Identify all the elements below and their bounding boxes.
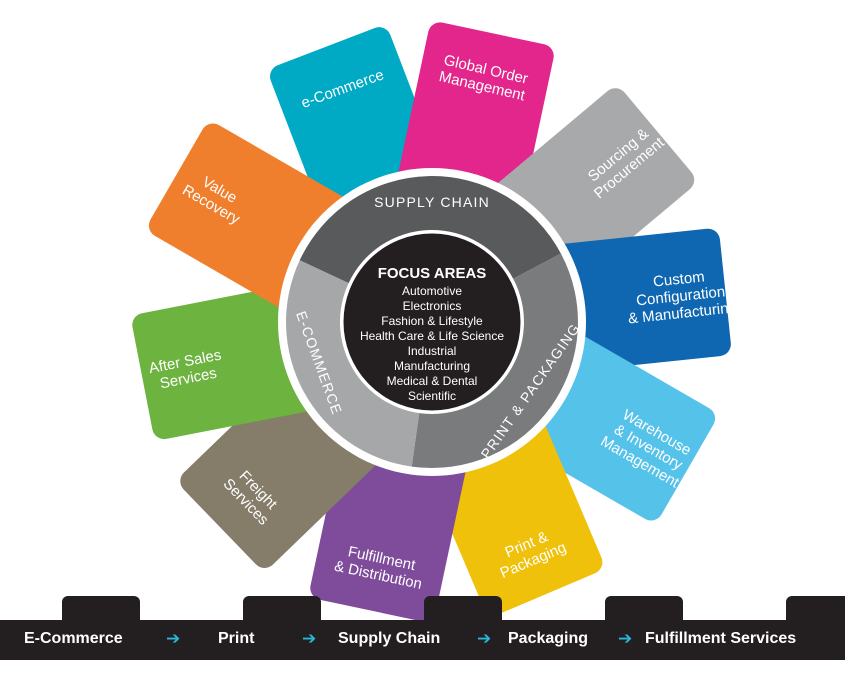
focus-item: Electronics bbox=[403, 299, 462, 313]
process-band bbox=[0, 620, 845, 660]
focus-item: Health Care & Life Science bbox=[360, 329, 504, 343]
step-packaging: Packaging bbox=[508, 630, 589, 647]
focus-item: Industrial bbox=[408, 344, 457, 358]
step-fulfillment-services: Fulfillment Services bbox=[645, 630, 797, 647]
focus-item: Automotive bbox=[402, 284, 462, 298]
step-print: Print bbox=[218, 630, 255, 647]
arrow-right-icon: ➔ bbox=[477, 629, 492, 649]
arrow-right-icon: ➔ bbox=[302, 629, 317, 649]
step-e-commerce: E-Commerce bbox=[24, 630, 123, 647]
ring-arc bbox=[286, 260, 420, 467]
focus-areas: FOCUS AREAS AutomotiveElectronicsFashion … bbox=[340, 230, 524, 414]
ring-arc bbox=[411, 253, 578, 469]
ring-supply-chain: SUPPLY CHAIN bbox=[299, 176, 561, 284]
focus-item: Scientific bbox=[408, 389, 456, 403]
focus-item: Fashion & Lifestyle bbox=[381, 314, 483, 328]
ring-label: SUPPLY CHAIN bbox=[374, 194, 490, 210]
arrow-right-icon: ➔ bbox=[618, 629, 633, 649]
focus-item: Manufacturing bbox=[394, 359, 470, 373]
step-supply-chain: Supply Chain bbox=[338, 630, 441, 647]
focus-title: FOCUS AREAS bbox=[378, 265, 487, 282]
focus-item: Medical & Dental bbox=[387, 374, 478, 388]
arrow-right-icon: ➔ bbox=[166, 629, 181, 649]
ring-arc bbox=[299, 176, 561, 284]
center-disc bbox=[340, 230, 524, 414]
